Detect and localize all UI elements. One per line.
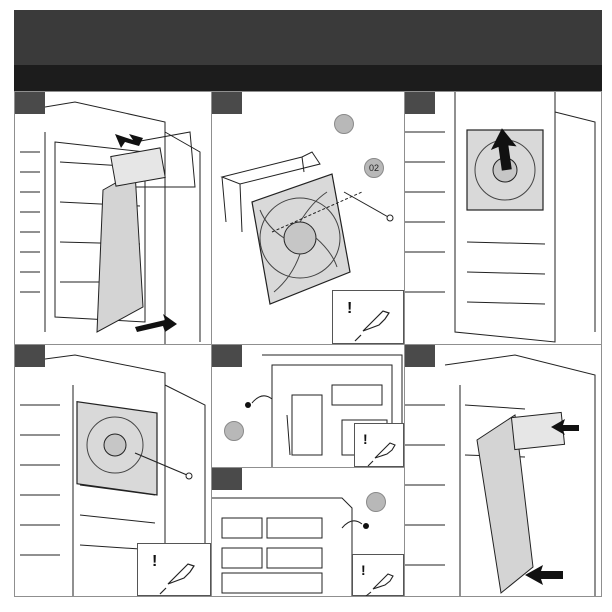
step-panel-bottom-screw: ! xyxy=(211,344,405,468)
step-tab xyxy=(212,468,242,490)
step-panel-reinstall-cover xyxy=(404,344,602,597)
tip-box: ! xyxy=(354,423,404,467)
screwdriver-icon: ! xyxy=(333,291,405,345)
svg-text:!: ! xyxy=(152,553,157,570)
svg-text:!: ! xyxy=(363,431,368,447)
step-tab xyxy=(15,345,45,367)
cover-latch xyxy=(511,412,564,449)
svg-text:!: ! xyxy=(361,562,366,578)
arrow-icon-release xyxy=(15,92,212,345)
screwdriver-icon: ! xyxy=(353,555,405,597)
fan-hub xyxy=(284,222,316,254)
callout-badge xyxy=(366,492,386,512)
step-panel-rear-screw: ! xyxy=(211,467,405,597)
case-fan-drawing xyxy=(405,92,602,345)
step-tab xyxy=(405,92,435,114)
callout-badge xyxy=(334,114,354,134)
step-panel-slide-bracket xyxy=(404,91,602,345)
callout-badge-02: 02 xyxy=(364,158,384,178)
tip-box: ! xyxy=(137,543,211,596)
step-panel-remove-front-cover xyxy=(14,91,212,345)
step-panel-attach-fan: 02 ! xyxy=(211,91,405,345)
screwdriver-icon: ! xyxy=(355,424,405,468)
callout-badge xyxy=(224,421,244,441)
step-tab xyxy=(405,345,435,367)
tip-box: ! xyxy=(332,290,404,344)
tip-box: ! xyxy=(352,554,404,596)
svg-text:!: ! xyxy=(347,300,352,317)
step-panel-fasten-screw: ! xyxy=(14,344,212,597)
screwdriver-icon: ! xyxy=(138,544,212,597)
step-tab xyxy=(212,92,242,114)
case-drawing xyxy=(405,345,602,597)
section-bar xyxy=(14,65,602,91)
step-tab xyxy=(212,345,242,367)
manual-header xyxy=(14,10,602,65)
